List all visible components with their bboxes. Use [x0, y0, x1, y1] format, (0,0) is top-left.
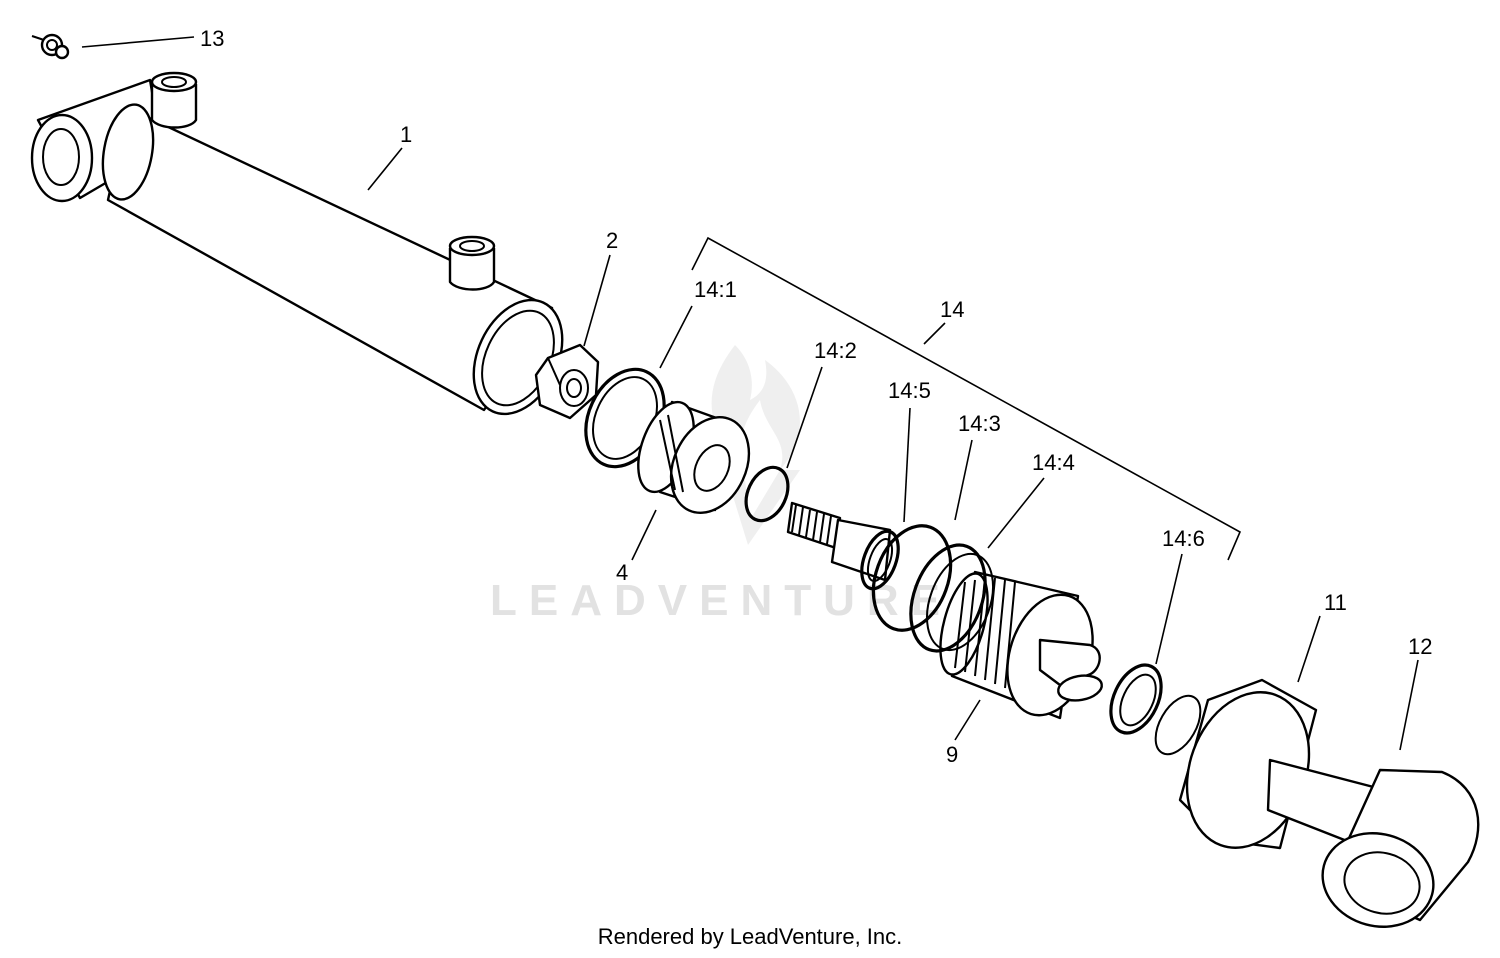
part-1-cylinder-barrel: [30, 71, 564, 416]
part-14-3-ring: [909, 543, 987, 653]
callout-12: 12: [1408, 634, 1432, 659]
part-14-4-ring: [926, 552, 994, 652]
callout-14-4: 14:4: [1032, 450, 1075, 475]
callout-14-5: 14:5: [888, 378, 931, 403]
credit-text: Rendered by LeadVenture, Inc.: [598, 924, 903, 949]
callout-9: 9: [946, 742, 958, 767]
part-2-hex-nut: [534, 343, 600, 420]
part-12-rod-eye: [1266, 758, 1480, 928]
callout-14: 14: [940, 297, 964, 322]
callout-1: 1: [400, 122, 412, 147]
callout-4: 4: [616, 560, 628, 585]
callout-14-1: 14:1: [694, 277, 737, 302]
callout-2: 2: [606, 228, 618, 253]
callout-14-6: 14:6: [1162, 526, 1205, 551]
part-9-piston-rod: [786, 501, 1103, 720]
part-13-grease-fitting: [31, 33, 70, 60]
callout-14-2: 14:2: [814, 338, 857, 363]
part-14-6-seal: [1109, 663, 1163, 735]
part-14-2-o-ring: [744, 465, 790, 523]
callout-14-3: 14:3: [958, 411, 1001, 436]
assembly-14-bracket: [691, 236, 1242, 561]
callout-11: 11: [1324, 590, 1347, 615]
part-snap-ring: [1154, 694, 1202, 756]
part-14-5-ring: [871, 524, 953, 632]
leader-lines: [81, 36, 1419, 751]
callout-13: 13: [200, 26, 224, 51]
part-4-gland: [637, 400, 751, 515]
